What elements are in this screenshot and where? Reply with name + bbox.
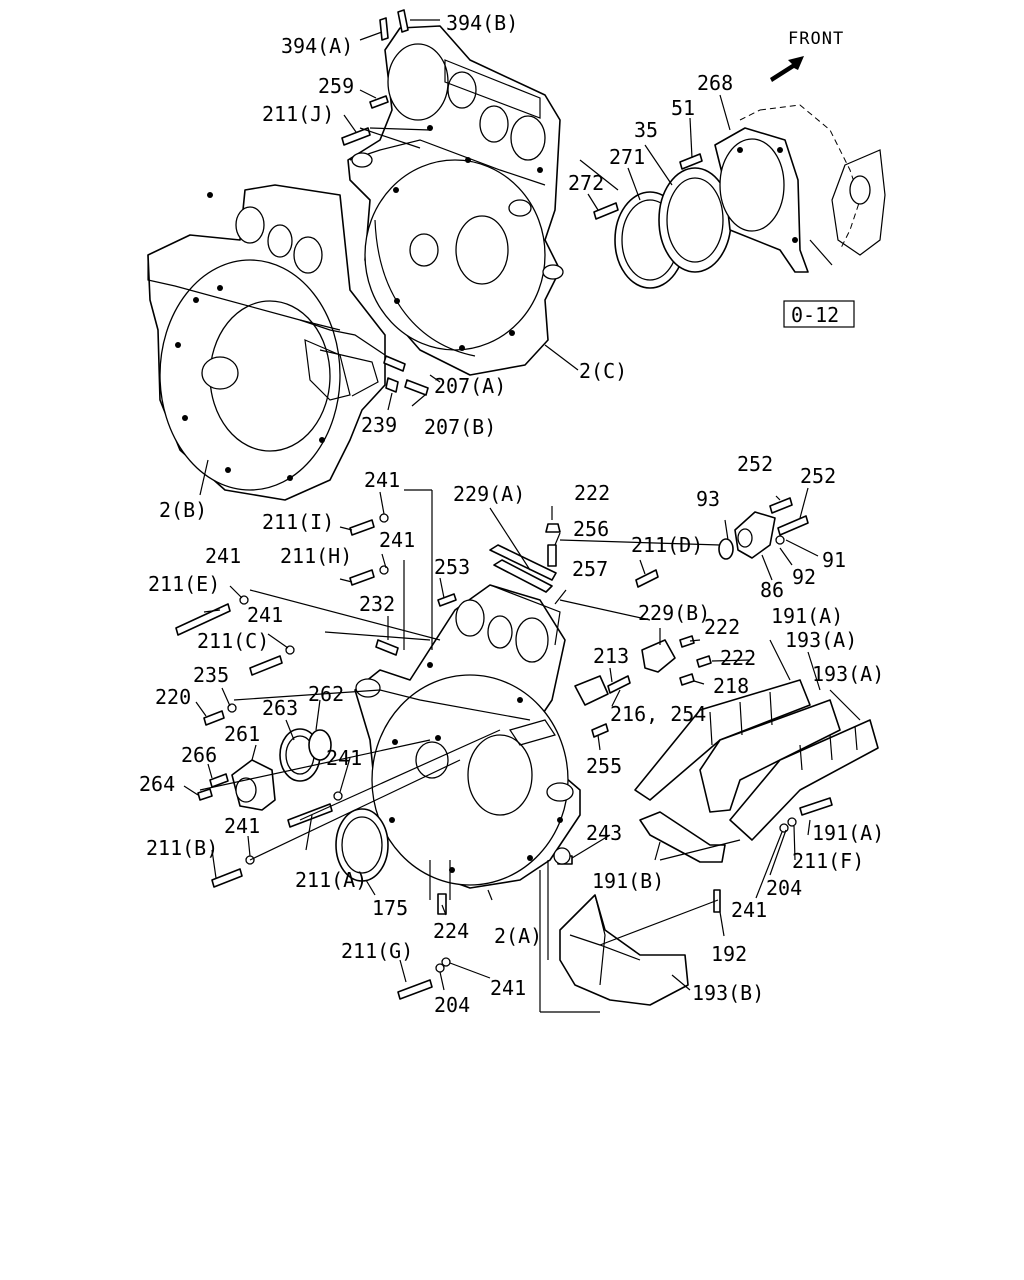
callout-label: 191(B) bbox=[592, 869, 664, 893]
callout-label: 211(A) bbox=[295, 868, 367, 892]
callout-label: 229(A) bbox=[453, 482, 525, 506]
callout-label: 243 bbox=[586, 821, 622, 845]
callout-label: 252 bbox=[737, 452, 773, 476]
callout-label: 229(B) bbox=[638, 601, 710, 625]
callout-label: 257 bbox=[572, 557, 608, 581]
callout-label: 256 bbox=[573, 517, 609, 541]
oil-seal-175 bbox=[335, 808, 389, 882]
callout-label: 191(A) bbox=[812, 821, 884, 845]
callout-label: 252 bbox=[800, 464, 836, 488]
callout-label: 264 bbox=[139, 772, 175, 796]
callout-label: 232 bbox=[359, 592, 395, 616]
cover-261-group bbox=[231, 728, 332, 811]
callout-label: 224 bbox=[433, 919, 469, 943]
leader-lines bbox=[183, 19, 861, 1013]
callout-label: 211(B) bbox=[146, 836, 218, 860]
callout-label: 268 bbox=[697, 71, 733, 95]
callout-label: 222 bbox=[574, 481, 610, 505]
callout-label: 241 bbox=[247, 603, 283, 627]
front-arrow-icon bbox=[770, 56, 804, 82]
callout-label: 263 bbox=[262, 696, 298, 720]
callout-label: 241 bbox=[379, 528, 415, 552]
callout-label: 204 bbox=[434, 993, 470, 1017]
plate-229a bbox=[489, 544, 557, 593]
bracket-229b bbox=[574, 639, 676, 706]
callout-label: 91 bbox=[822, 548, 846, 572]
callout-label: 241 bbox=[364, 468, 400, 492]
callout-label: 93 bbox=[696, 487, 720, 511]
callout-label: 272 bbox=[568, 171, 604, 195]
callout-label: 394(A) bbox=[281, 34, 353, 58]
callout-label: 218 bbox=[713, 674, 749, 698]
callout-label: 193(B) bbox=[692, 981, 764, 1005]
front-label: FRONT bbox=[788, 29, 844, 49]
callout-label: 92 bbox=[792, 565, 816, 589]
callout-label: 204 bbox=[766, 876, 802, 900]
callout-label: 241 bbox=[731, 898, 767, 922]
callout-label: 192 bbox=[711, 942, 747, 966]
callout-label: 211(C) bbox=[197, 629, 269, 653]
callout-label: 211(E) bbox=[148, 572, 220, 596]
callout-label: 241 bbox=[326, 746, 362, 770]
callout-label: 211(D) bbox=[631, 533, 703, 557]
seal-retainer-group bbox=[614, 104, 886, 289]
callout-label: 211(I) bbox=[262, 510, 334, 534]
callout-label: 241 bbox=[224, 814, 260, 838]
covers-193a-191a bbox=[634, 679, 879, 841]
callout-label: 220 bbox=[155, 685, 191, 709]
reference-box-label: 0-12 bbox=[791, 303, 839, 327]
upper-flywheel-housing-2c bbox=[347, 25, 564, 376]
callout-label: 255 bbox=[586, 754, 622, 778]
callout-label: 216, 254 bbox=[610, 702, 706, 726]
callout-label: 2(B) bbox=[159, 498, 207, 522]
callout-label: 235 bbox=[193, 663, 229, 687]
pump-86 bbox=[718, 511, 776, 560]
callout-label: 175 bbox=[372, 896, 408, 920]
callout-label: 394(B) bbox=[446, 11, 518, 35]
callout-label: 266 bbox=[181, 743, 217, 767]
callout-label: 86 bbox=[760, 578, 784, 602]
callout-labels: 394(B) 394(A) 259 211(J) 268 51 35 271 2… bbox=[139, 11, 884, 1017]
callout-label: 239 bbox=[361, 413, 397, 437]
callout-label: 213 bbox=[593, 644, 629, 668]
reference-box-frame bbox=[783, 300, 855, 328]
callout-label: 261 bbox=[224, 722, 260, 746]
callout-label: 211(H) bbox=[280, 544, 352, 568]
callout-label: 211(F) bbox=[792, 849, 864, 873]
callout-label: 207(B) bbox=[424, 415, 496, 439]
callout-label: 51 bbox=[671, 96, 695, 120]
callout-label: 211(J) bbox=[262, 102, 334, 126]
flywheel-housing-2b bbox=[147, 184, 386, 501]
callout-label: 241 bbox=[205, 544, 241, 568]
callout-label: 259 bbox=[318, 74, 354, 98]
callout-label: 271 bbox=[609, 145, 645, 169]
callout-label: 222 bbox=[720, 646, 756, 670]
callout-label: 2(A) bbox=[494, 924, 542, 948]
washers bbox=[227, 513, 797, 973]
callout-label: 191(A) bbox=[771, 604, 843, 628]
reference-box: 0-12 bbox=[783, 300, 855, 328]
callout-label: 2(C) bbox=[579, 359, 627, 383]
callout-label: 253 bbox=[434, 555, 470, 579]
callout-label: 262 bbox=[308, 682, 344, 706]
flywheel-housing-2a bbox=[354, 584, 581, 889]
callout-label: 211(G) bbox=[341, 939, 413, 963]
callout-label: 222 bbox=[704, 615, 740, 639]
callout-label: 193(A) bbox=[812, 662, 884, 686]
callout-label: 193(A) bbox=[785, 628, 857, 652]
cover-193b bbox=[559, 894, 689, 1006]
callout-label: 35 bbox=[634, 118, 658, 142]
callout-label: 241 bbox=[490, 976, 526, 1000]
callout-label: 207(A) bbox=[434, 374, 506, 398]
front-direction-indicator: FRONT bbox=[770, 29, 844, 82]
bolts bbox=[175, 9, 833, 1000]
